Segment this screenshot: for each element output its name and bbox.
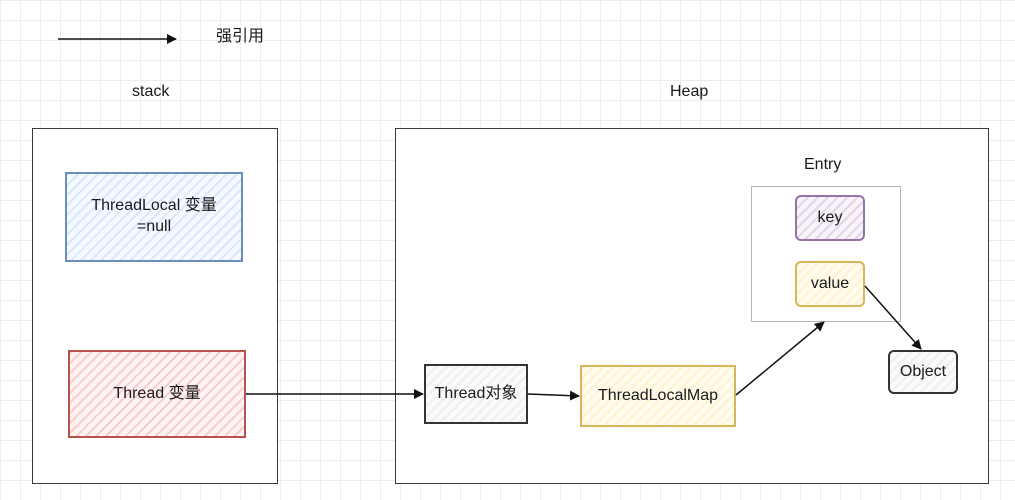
threadlocal-variable-value: =null bbox=[136, 218, 172, 235]
key-label: key bbox=[817, 208, 843, 226]
value-node[interactable]: value bbox=[795, 261, 865, 307]
value-label: value bbox=[810, 274, 850, 292]
stack-title: stack bbox=[132, 83, 170, 100]
entry-title: Entry bbox=[804, 156, 842, 173]
thread-object-label: Thread对象 bbox=[434, 384, 518, 402]
heap-title: Heap bbox=[670, 83, 709, 100]
threadlocal-variable-label: ThreadLocal 变量 bbox=[91, 197, 217, 215]
object-label: Object bbox=[899, 362, 947, 380]
thread-variable-label: Thread 变量 bbox=[113, 384, 201, 402]
threadlocalmap-label: ThreadLocalMap bbox=[597, 386, 719, 404]
object-node[interactable]: Object bbox=[888, 350, 958, 394]
thread-object-node[interactable]: Thread对象 bbox=[424, 364, 528, 424]
thread-variable-node[interactable]: Thread 变量 bbox=[68, 350, 246, 438]
key-node[interactable]: key bbox=[795, 195, 865, 241]
threadlocal-variable-node[interactable]: ThreadLocal 变量 =null bbox=[65, 172, 243, 262]
legend-text: 强引用 bbox=[216, 28, 265, 45]
threadlocalmap-node[interactable]: ThreadLocalMap bbox=[580, 365, 736, 427]
